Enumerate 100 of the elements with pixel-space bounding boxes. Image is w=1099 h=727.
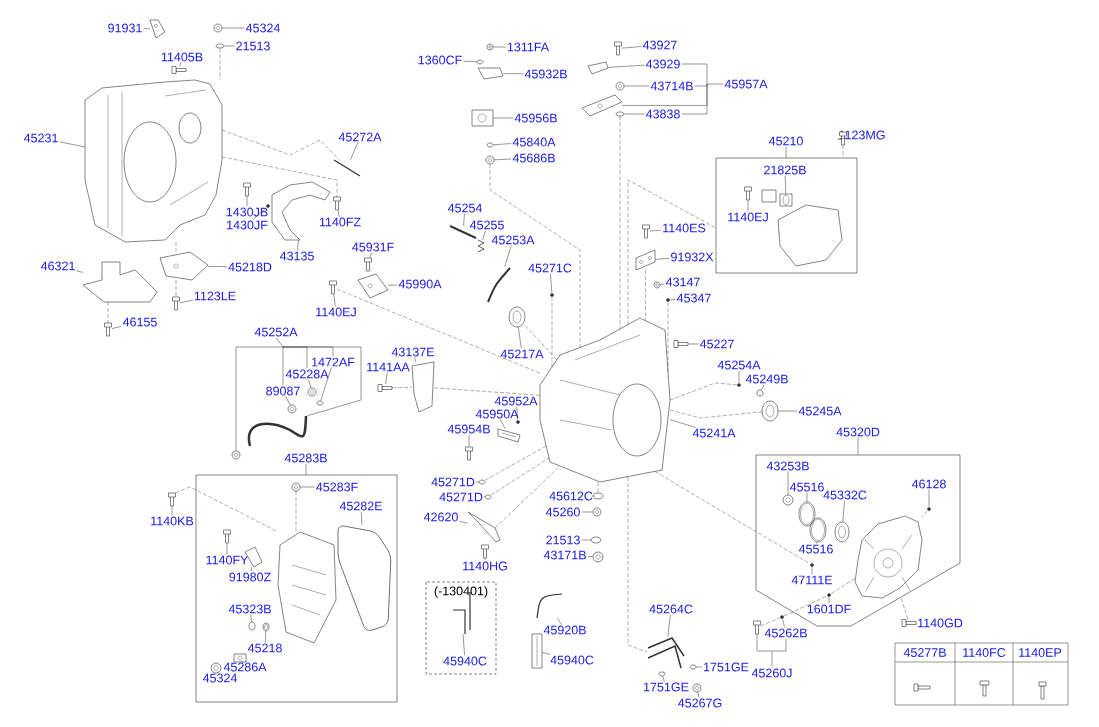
- bracket-drawing: [635, 249, 656, 271]
- part-number: 1140HG: [463, 561, 507, 571]
- leader-line: [305, 463, 307, 476]
- bracket-line: [756, 633, 787, 668]
- leader-line: [738, 370, 740, 384]
- assembly-line: [392, 387, 412, 388]
- part-number: 45282E: [339, 501, 382, 511]
- assembly-line: [551, 297, 553, 368]
- shield-drawing: [411, 361, 435, 413]
- leader-line: [857, 437, 859, 456]
- part-number: 45347: [676, 293, 711, 303]
- part-number: 45218D: [228, 262, 272, 272]
- nut: [231, 450, 241, 460]
- column-header: 1140FC: [963, 648, 1006, 657]
- leader-line: [518, 326, 522, 349]
- part-number: 1311FA: [507, 42, 550, 52]
- leader-line: [246, 195, 248, 207]
- part-number: 45323B: [228, 604, 271, 614]
- bolt: [104, 322, 112, 337]
- part-number: 1430JF: [227, 220, 268, 230]
- pin: [516, 420, 520, 424]
- part-number: 1472AF: [312, 357, 355, 367]
- assembly-line: [494, 465, 561, 529]
- bolt: [377, 384, 393, 392]
- part-number: 91931: [108, 23, 142, 33]
- leader-line: [385, 372, 388, 385]
- nut: [307, 387, 317, 397]
- part-number: 47111E: [791, 575, 833, 585]
- leader-line: [265, 630, 267, 643]
- pin: [266, 204, 270, 208]
- leader-line: [621, 46, 642, 49]
- leader-line: [581, 539, 592, 541]
- pin: [780, 615, 784, 619]
- bolt: [168, 492, 176, 507]
- part-number: 45324: [202, 673, 237, 683]
- washer: [592, 492, 604, 500]
- leader-line: [777, 410, 798, 412]
- leader-line: [76, 270, 84, 273]
- sensor-drawing: [531, 633, 543, 669]
- assembly-line: [597, 482, 599, 493]
- assembly-line: [831, 578, 855, 594]
- part-number: 45957A: [724, 79, 768, 89]
- assembly-line: [627, 179, 717, 326]
- part-number: 1140KB: [151, 516, 194, 526]
- nut: [592, 507, 602, 517]
- leader-line: [459, 521, 469, 524]
- assembly-line: [489, 164, 581, 348]
- leader-line: [669, 299, 676, 301]
- leader-line: [502, 73, 524, 75]
- part-number: 45516: [789, 482, 824, 492]
- leader-line: [179, 300, 193, 304]
- part-number: 45255: [469, 220, 504, 230]
- leader-line: [761, 384, 765, 391]
- spring-drawing: [477, 239, 485, 253]
- filter-drawing: [82, 261, 158, 303]
- part-number: 45231: [23, 133, 58, 143]
- part-number: 45260: [545, 507, 580, 517]
- part-number: 46321: [40, 261, 75, 271]
- leader-line: [654, 258, 670, 260]
- bracket-drawing: [159, 251, 209, 281]
- part-number: 1140FZ: [319, 217, 361, 227]
- leader-line: [784, 175, 787, 195]
- part-number: 45956B: [514, 113, 557, 123]
- part-number: 1140FY: [206, 555, 249, 565]
- leader-line: [649, 229, 662, 232]
- assembly-line: [434, 387, 540, 396]
- washer: [248, 621, 256, 631]
- leader-line: [787, 471, 789, 496]
- assembly-line: [107, 301, 109, 323]
- washer: [615, 111, 625, 117]
- pin: [550, 293, 554, 297]
- group-frame: [195, 474, 398, 703]
- assembly-line: [221, 156, 338, 197]
- bolt: [333, 196, 341, 211]
- part-number: 45954B: [447, 424, 490, 434]
- sensor-drawing: [471, 109, 494, 127]
- bolt: [744, 186, 752, 201]
- leader-line: [299, 486, 315, 488]
- part-number: 46128: [911, 479, 946, 489]
- part-number: 21513: [546, 535, 580, 545]
- leader-line: [806, 492, 808, 503]
- plate-drawing: [467, 511, 501, 543]
- leader-line: [250, 566, 252, 572]
- part-number: 45252A: [254, 327, 298, 337]
- part-number: 1751GE: [644, 682, 689, 692]
- nut: [592, 551, 604, 563]
- part-number: 42620: [423, 512, 458, 522]
- leader-line: [623, 85, 650, 87]
- pipe-drawing: [647, 637, 685, 669]
- assembly-line: [654, 471, 810, 564]
- leader-line: [747, 199, 749, 212]
- pin: [737, 383, 741, 387]
- leader-line: [607, 64, 645, 68]
- nut: [615, 81, 625, 91]
- part-number: 45264C: [649, 604, 693, 614]
- lever-drawing: [581, 94, 623, 117]
- leader-line: [811, 566, 813, 575]
- leader-line: [828, 596, 830, 604]
- bolt: [223, 529, 231, 544]
- part-number: 45324: [245, 23, 280, 33]
